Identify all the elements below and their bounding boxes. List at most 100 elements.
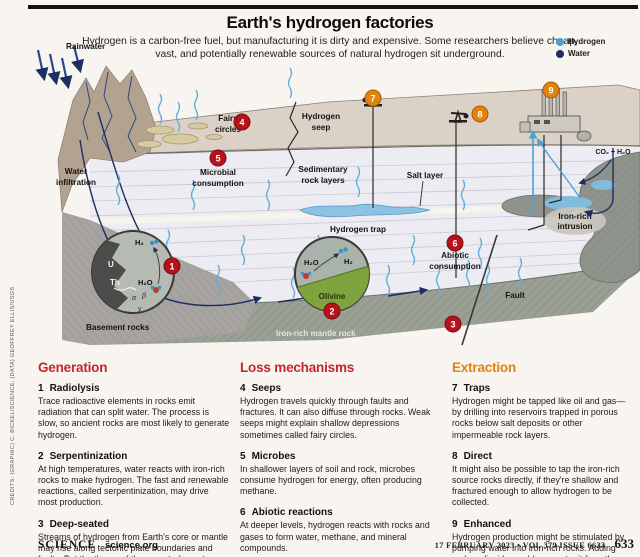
badge-6: 6 (446, 234, 464, 252)
olivine-label: Olivine (319, 292, 346, 301)
legend-label: Hydrogen (568, 37, 606, 46)
co2-h2o-label: CO₂ + H₂O (595, 149, 631, 156)
badge-4: 4 (233, 113, 251, 131)
svg-text:9: 9 (548, 86, 553, 96)
gamma-label: γ (138, 306, 142, 313)
svg-text:rock layers: rock layers (301, 176, 345, 185)
science-org-link[interactable]: science.org (105, 540, 158, 551)
svg-text:7: 7 (370, 94, 375, 104)
svg-text:3: 3 (450, 320, 455, 330)
hydrogen-trap-label: Hydrogen trap (330, 225, 386, 234)
badge-2: 2 (323, 302, 341, 320)
svg-text:infiltration: infiltration (56, 178, 96, 187)
issue-info: 17 FEBRUARY 2023 • VOL 379 ISSUE 6633 (434, 541, 606, 550)
h2o-label: H₂O (304, 258, 319, 267)
well-bores (372, 106, 562, 278)
iron-rich-intrusion: Iron-rich intrusion (501, 151, 640, 284)
sedimentary-rock-layers-label: Sedimentary rock layers (298, 165, 348, 185)
thorium-label: Th (110, 278, 120, 287)
h2-label: H₂ (135, 238, 144, 247)
beta-label: β (141, 293, 146, 300)
credits-vertical-text: CREDITS: (GRAPHIC) C. BICKEL/SCIENCE; (D… (10, 286, 16, 505)
column-heading: Generation (38, 360, 108, 375)
svg-text:8: 8 (477, 110, 482, 120)
water-pool (544, 196, 592, 210)
serpentinization-inset: H₂O H₂ Olivine (294, 236, 370, 312)
fairy-circles (136, 122, 223, 148)
fault-label: Fault (505, 291, 525, 300)
uranium-label: U (108, 260, 114, 269)
plant-flows (528, 129, 614, 218)
svg-text:circles: circles (215, 125, 241, 134)
legend-item-water: Water (556, 49, 605, 58)
svg-text:seep: seep (312, 123, 331, 132)
mountain (57, 65, 157, 213)
hydrogen-dot-icon (556, 37, 564, 46)
svg-text:intrusion: intrusion (557, 222, 592, 231)
svg-text:consumption: consumption (192, 179, 243, 188)
page-number: 633 (614, 536, 635, 551)
seep-crack (285, 101, 299, 177)
hydrogen-trap: Hydrogen trap (299, 203, 431, 234)
legend-item-hydrogen: Hydrogen (556, 37, 605, 46)
column-heading: Extraction (452, 360, 517, 375)
science-logo: SCIENCE (38, 539, 97, 551)
svg-text:Sedimentary: Sedimentary (298, 165, 348, 174)
badge-5: 5 (209, 149, 227, 167)
fairy-circles-label: Fairy circles (215, 114, 241, 134)
h2o-label: H₂O (138, 278, 153, 287)
badge-1: 1 (163, 257, 181, 275)
page-title: Earth's hydrogen factories (226, 13, 434, 32)
river-lines (82, 71, 137, 153)
subtitle-line-2: vast, and potentially renewable sources … (155, 49, 505, 60)
svg-text:Water: Water (65, 167, 88, 176)
svg-text:Abiotic: Abiotic (441, 251, 469, 260)
page-subtitle: Hydrogen is a carbon-free fuel, but manu… (60, 35, 600, 61)
salt-layer-label: Salt layer (407, 171, 444, 207)
basement-rocks-label: Basement rocks (86, 323, 150, 332)
svg-text:5: 5 (215, 154, 220, 164)
abiotic-consumption-label: Abiotic consumption (429, 251, 480, 271)
svg-text:Fairy: Fairy (218, 114, 238, 123)
microbial-consumption-label: Microbial consumption (192, 168, 243, 188)
badge-9: 9 (542, 81, 560, 99)
badge-3: 3 (444, 315, 462, 333)
svg-text:Microbial: Microbial (200, 168, 236, 177)
iron-rich-mantle-rock-label: Iron-rich mantle rock (276, 329, 356, 338)
hydrogen-seep-label: Hydrogen seep (302, 112, 340, 132)
oil-rig-icon-8 (449, 109, 469, 123)
badge-8: 8 (471, 105, 489, 123)
page-footer: SCIENCE science.org 17 FEBRUARY 2023 • VO… (38, 535, 634, 553)
water-pool-small (591, 180, 615, 190)
svg-text:4: 4 (239, 118, 244, 128)
top-rule (28, 5, 638, 9)
rainwater-label: Rainwater (66, 42, 106, 51)
svg-text:Salt layer: Salt layer (407, 171, 444, 180)
badge-7: 7 (364, 89, 382, 107)
rain-arrows (35, 45, 85, 90)
h2-label: H₂ (344, 257, 353, 266)
radiolysis-inset: U Th α β γ H₂ H₂O (91, 230, 175, 314)
layer-lines (89, 159, 640, 291)
legend-label: Water (568, 49, 590, 58)
fault: Fault (461, 234, 525, 346)
water-dot-icon (556, 49, 564, 58)
water-infiltration-label: Water infiltration (56, 167, 96, 187)
legend: Hydrogen Water (556, 37, 605, 61)
alpha-label: α (132, 295, 137, 302)
iron-rich-intrusion-label: Iron-rich (558, 212, 591, 221)
numbered-badges: 1 2 3 4 5 6 7 8 9 (163, 81, 560, 333)
